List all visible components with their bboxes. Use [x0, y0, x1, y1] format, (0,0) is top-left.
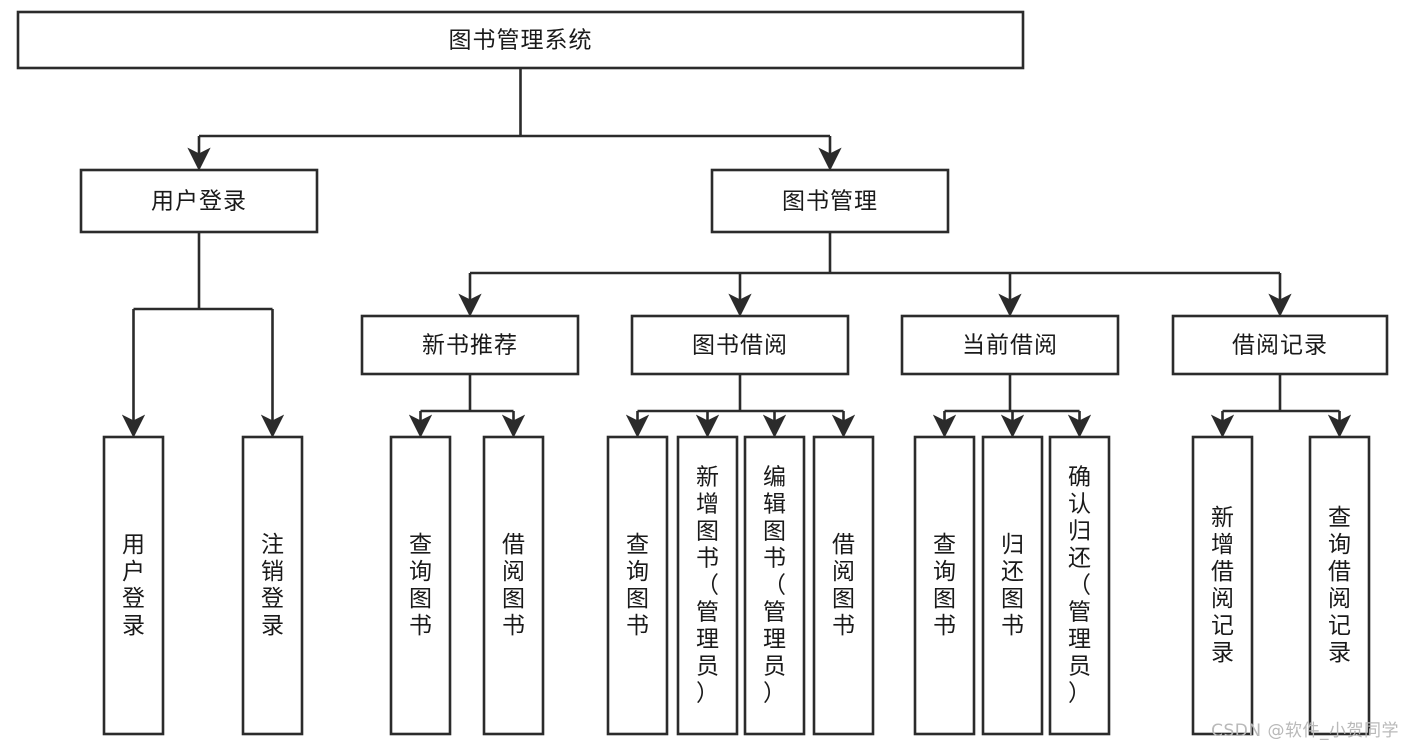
leaf-node-leaf-return-book[interactable]: 归还图书 — [981, 435, 1044, 736]
node-label: 新书推荐 — [422, 333, 518, 359]
node-box[interactable] — [676, 435, 739, 736]
node-box[interactable] — [79, 168, 319, 234]
level3-node-borrow-record[interactable]: 借阅记录 — [1171, 314, 1389, 376]
node-box[interactable] — [981, 435, 1044, 736]
node-label: 新增图书（管理员） — [696, 464, 719, 706]
node-box[interactable] — [900, 314, 1120, 376]
node-box[interactable] — [16, 10, 1025, 70]
node-box[interactable] — [1048, 435, 1111, 736]
level2-node-user-login[interactable]: 用户登录 — [79, 168, 319, 234]
leaf-node-leaf-query-book-recommend[interactable]: 查询图书 — [389, 435, 452, 736]
node-box[interactable] — [606, 435, 669, 736]
leaf-node-leaf-edit-book-admin[interactable]: 编辑图书（管理员） — [743, 435, 806, 736]
level3-node-current-borrow[interactable]: 当前借阅 — [900, 314, 1120, 376]
node-label: 图书借阅 — [692, 333, 788, 359]
leaf-node-leaf-query-book-current[interactable]: 查询图书 — [913, 435, 976, 736]
node-label: 图书管理系统 — [449, 28, 593, 54]
node-label: 归还图书 — [1001, 532, 1024, 639]
node-box[interactable] — [1191, 435, 1254, 736]
node-box[interactable] — [482, 435, 545, 736]
node-label: 查询图书 — [933, 532, 956, 639]
node-box[interactable] — [1171, 314, 1389, 376]
leaf-node-leaf-logout[interactable]: 注销登录 — [241, 435, 304, 736]
node-label: 查询图书 — [626, 532, 649, 639]
node-box[interactable] — [1308, 435, 1371, 736]
node-label: 确认归还（管理员） — [1068, 464, 1091, 706]
node-box[interactable] — [102, 435, 165, 736]
node-label: 用户登录 — [122, 532, 145, 639]
leaf-node-leaf-borrow-book[interactable]: 借阅图书 — [812, 435, 875, 736]
node-label: 查询图书 — [409, 532, 432, 639]
node-box[interactable] — [913, 435, 976, 736]
node-box[interactable] — [710, 168, 950, 234]
leaf-node-leaf-add-book-admin[interactable]: 新增图书（管理员） — [676, 435, 739, 736]
leaf-node-leaf-confirm-return-admin[interactable]: 确认归还（管理员） — [1048, 435, 1111, 736]
node-box[interactable] — [743, 435, 806, 736]
leaf-node-leaf-query-borrow-record[interactable]: 查询借阅记录 — [1308, 435, 1371, 736]
level3-node-book-borrow[interactable]: 图书借阅 — [630, 314, 850, 376]
node-label: 用户登录 — [151, 189, 247, 215]
node-label: 借阅图书 — [832, 532, 855, 639]
node-label: 图书管理 — [782, 189, 878, 215]
leaf-node-leaf-query-book-borrow[interactable]: 查询图书 — [606, 435, 669, 736]
node-label: 注销登录 — [261, 532, 284, 639]
node-layer: 图书管理系统用户登录图书管理新书推荐图书借阅当前借阅借阅记录用户登录注销登录查询… — [16, 10, 1389, 736]
node-label: 当前借阅 — [962, 333, 1058, 359]
leaf-node-leaf-add-borrow-record[interactable]: 新增借阅记录 — [1191, 435, 1254, 736]
leaf-node-leaf-user-login[interactable]: 用户登录 — [102, 435, 165, 736]
node-label: 编辑图书（管理员） — [763, 464, 786, 706]
node-label: 查询借阅记录 — [1328, 505, 1351, 666]
node-label: 借阅图书 — [502, 532, 525, 639]
level2-node-book-management[interactable]: 图书管理 — [710, 168, 950, 234]
node-label: 借阅记录 — [1232, 333, 1328, 359]
node-box[interactable] — [812, 435, 875, 736]
node-label: 新增借阅记录 — [1211, 505, 1234, 666]
connector-layer — [121, 68, 1352, 438]
node-box[interactable] — [241, 435, 304, 736]
leaf-node-leaf-borrow-book-recommend[interactable]: 借阅图书 — [482, 435, 545, 736]
node-box[interactable] — [360, 314, 580, 376]
node-box[interactable] — [630, 314, 850, 376]
node-box[interactable] — [389, 435, 452, 736]
root-node-root[interactable]: 图书管理系统 — [16, 10, 1025, 70]
level3-node-new-book-recommend[interactable]: 新书推荐 — [360, 314, 580, 376]
